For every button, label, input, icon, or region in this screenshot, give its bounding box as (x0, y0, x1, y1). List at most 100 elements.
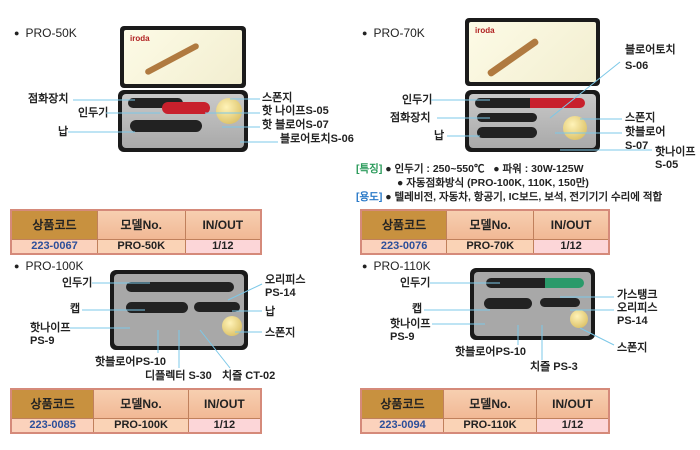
feature-power: ● 파워 : 30W-125W (493, 163, 584, 175)
cell-code: 223-0067 (10, 238, 98, 255)
case-lid-image: iroda (120, 26, 246, 88)
case-image (118, 90, 248, 152)
feature-temp: ● 인두기 : 250~550℃ (385, 163, 485, 175)
label-sponge: 스폰지 (617, 342, 648, 354)
solder-image (194, 302, 240, 312)
use-tag: [용도] (356, 191, 383, 203)
case-lid-image: iroda (465, 18, 600, 86)
product-title-pro-100k: PRO-100K (14, 259, 83, 273)
cell-model: PRO-110K (442, 417, 538, 434)
header-model: 모델No. (446, 209, 535, 240)
cell-inout: 1/12 (184, 238, 262, 255)
cell-code: 223-0076 (360, 238, 448, 255)
label-iron: 인두기 (400, 277, 431, 289)
label-hot-knife-code: PS-9 (390, 331, 415, 343)
cell-inout: 1/12 (187, 417, 262, 434)
label-sponge: 스폰지 (625, 112, 656, 124)
feature-auto: ● 자동점화방식 (PRO-100K, 110K, 150만) (397, 177, 589, 189)
header-model: 모델No. (93, 388, 189, 419)
label-hot-blower: 핫 블로어S-07 (262, 119, 329, 131)
brand-logo: iroda (475, 26, 495, 35)
solder-image (477, 127, 537, 138)
sponge-image (222, 316, 242, 336)
label-gas-tank: 가스탱크 (617, 289, 658, 301)
cell-code: 223-0085 (10, 417, 95, 434)
label-hot-blower: 핫블로어PS-10 (95, 356, 167, 368)
label-solder: 납 (265, 306, 276, 318)
use-text: ● 텔레비전, 자동차, 항공기, IC보드, 보석, 전기기기 수리에 적합 (385, 191, 663, 203)
case-image (465, 90, 600, 152)
brand-logo: iroda (130, 34, 150, 43)
label-ignition: 점화장치 (390, 112, 431, 124)
label-chisel: 치즐 PS-3 (530, 361, 578, 373)
cell-inout: 1/12 (533, 238, 610, 255)
label-iron: 인두기 (402, 94, 433, 106)
label-hot-knife-code: S-05 (655, 159, 679, 171)
feature-tag: [특징] (356, 163, 383, 175)
label-hot-knife: 핫나이프 (655, 146, 696, 158)
label-solder: 납 (434, 130, 445, 142)
label-cap: 캡 (70, 303, 81, 315)
header-code: 상품코드 (360, 209, 448, 240)
label-hot-knife-code: PS-9 (30, 335, 55, 347)
cell-inout: 1/12 (536, 417, 610, 434)
label-hot-blower: 핫블로어 (625, 126, 666, 138)
label-chisel: 치즐 CT-02 (222, 370, 276, 382)
label-orifice-code: PS-14 (617, 315, 648, 327)
label-orifice: 오리피스 (617, 302, 658, 314)
iron-image (475, 98, 585, 108)
label-sponge: 스폰지 (265, 327, 296, 339)
label-hot-knife: 핫나이프 (390, 318, 431, 330)
ignition-image (128, 98, 183, 108)
sponge-image (216, 98, 242, 124)
header-inout: IN/OUT (184, 209, 262, 240)
cap-image (126, 302, 188, 313)
case-image (110, 270, 248, 350)
cap-image (484, 298, 532, 309)
label-deflector: 디플렉터 S-30 (145, 370, 212, 382)
header-model: 모델No. (96, 209, 186, 240)
label-orifice-code: PS-14 (265, 287, 296, 299)
header-inout: IN/OUT (187, 388, 262, 419)
label-sponge: 스폰지 (262, 92, 293, 104)
case-image (470, 268, 595, 340)
ignition-image (477, 113, 537, 122)
product-title-pro-70k: PRO-70K (362, 26, 424, 40)
label-blower-torch: 블로어토치 (625, 44, 676, 56)
label-cap: 캡 (412, 303, 423, 315)
label-orifice: 오리피스 (265, 274, 306, 286)
label-iron: 인두기 (62, 277, 93, 289)
label-blower-torch-code: S-06 (625, 60, 649, 72)
label-hot-blower: 핫블로어PS-10 (455, 346, 527, 358)
cell-model: PRO-50K (96, 238, 186, 255)
label-hot-blower-code: S-07 (625, 140, 649, 152)
header-code: 상품코드 (10, 388, 95, 419)
cell-model: PRO-100K (93, 417, 189, 434)
label-hot-knife: 핫나이프 (30, 322, 71, 334)
header-code: 상품코드 (10, 209, 98, 240)
label-hot-knife: 핫 나이프S-05 (262, 105, 329, 117)
sponge-image (563, 116, 587, 140)
solder-image (130, 120, 202, 132)
label-ignition: 점화장치 (28, 93, 69, 105)
features-line-3: [용도] ● 텔레비전, 자동차, 항공기, IC보드, 보석, 전기기기 수리… (356, 189, 662, 204)
cell-model: PRO-70K (446, 238, 535, 255)
sponge-image (570, 310, 588, 328)
header-model: 모델No. (442, 388, 538, 419)
label-iron: 인두기 (78, 107, 109, 119)
label-solder: 납 (58, 126, 69, 138)
header-code: 상품코드 (360, 388, 444, 419)
header-inout: IN/OUT (536, 388, 610, 419)
cell-code: 223-0094 (360, 417, 444, 434)
iron-image (486, 278, 584, 288)
iron-image (126, 282, 234, 292)
header-inout: IN/OUT (533, 209, 610, 240)
